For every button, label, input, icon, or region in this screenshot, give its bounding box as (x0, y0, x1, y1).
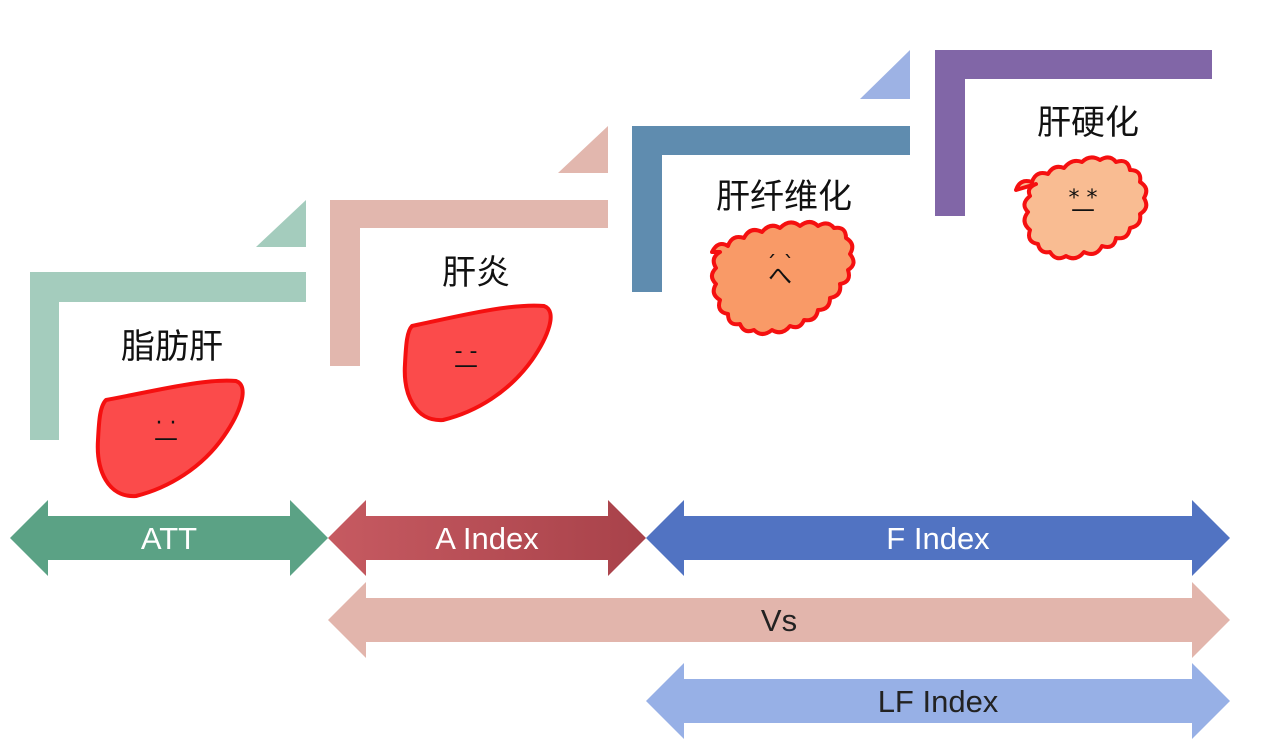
stage-cirrhosis: 肝硬化 * * — (935, 50, 1212, 261)
arrow-label-f-index: F Index (886, 521, 990, 556)
arrow-label-vs: Vs (761, 603, 797, 638)
stage-label: 肝硬化 (1037, 103, 1139, 143)
liver-icon (402, 303, 553, 423)
arrow-label-att: ATT (141, 521, 197, 556)
liver-face-mouth: — (154, 424, 178, 452)
arrow-label-a-index: A Index (435, 521, 539, 556)
liver-face-eyes: · · (156, 411, 177, 436)
stage-hepatitis: 肝炎 - - — (330, 126, 608, 423)
liver-face-mouth: — (1071, 195, 1095, 223)
arrow-a-index (328, 500, 646, 576)
stage-bracket (632, 126, 910, 292)
stage-corner-triangle (558, 126, 608, 173)
liver-icon (710, 220, 856, 336)
arrow-att (10, 500, 328, 576)
stage-label: 肝纤维化 (716, 177, 852, 217)
liver-icon (1014, 155, 1149, 261)
stage-label: 肝炎 (442, 253, 510, 293)
liver-face-mouth: へ (768, 262, 792, 290)
liver-face-eyes: ˊ ˋ (766, 253, 795, 278)
stage-bracket (330, 200, 608, 366)
arrow-f-index (646, 500, 1230, 576)
liver-face-mouth: — (454, 351, 478, 379)
stage-corner-triangle (860, 50, 910, 99)
arrow-label-lf-index: LF Index (878, 684, 999, 719)
stage-label: 脂肪肝 (121, 327, 223, 367)
liver-icon (95, 378, 245, 499)
index-arrows: ATT A Index F Index Vs LF Index (10, 500, 1230, 739)
liver-face-eyes: - - (455, 339, 478, 364)
stage-bracket (935, 50, 1212, 216)
arrow-vs (328, 582, 1230, 658)
liver-face-eyes: * * (1069, 186, 1098, 211)
stage-corner-triangle (256, 200, 306, 247)
arrow-lf-index (646, 663, 1230, 739)
stage-bracket (30, 272, 306, 440)
stage-liver-fibrosis: 肝纤维化 ˊ ˋ へ (632, 50, 910, 336)
stage-fatty-liver: 脂肪肝 · · — (30, 200, 306, 499)
